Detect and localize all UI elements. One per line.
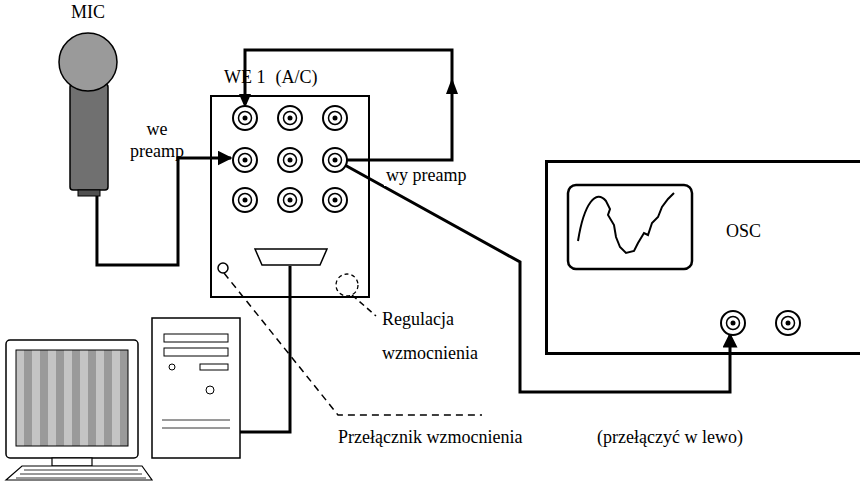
microphone: MIC	[56, 2, 120, 198]
callout-label: Przełącznik wzmocnienia	[338, 426, 522, 448]
computer-cable	[240, 266, 290, 432]
preamp-module-shape	[212, 97, 368, 296]
module-label: (A/C)	[275, 67, 317, 87]
edge-label: we preamp	[126, 118, 188, 162]
mic-label: MIC	[71, 2, 105, 22]
edge-label: wy preamp	[384, 164, 468, 186]
module-label: WE 1	[224, 67, 265, 87]
microphone-shape	[56, 2, 120, 198]
preamp-module: WE 1(A/C)	[210, 95, 370, 298]
wire-arrowhead	[446, 78, 458, 94]
note: (przełączyć w lewo)	[597, 426, 743, 448]
signal-cable	[343, 164, 730, 392]
loopback-wire	[245, 50, 452, 160]
leader-line	[352, 295, 376, 316]
callout-label: Regulacja wzmocnienia	[382, 302, 507, 370]
osc-label: OSC	[726, 221, 761, 241]
oscilloscope: OSC	[545, 160, 860, 355]
oscilloscope-shape	[548, 163, 860, 352]
computer	[6, 318, 240, 480]
